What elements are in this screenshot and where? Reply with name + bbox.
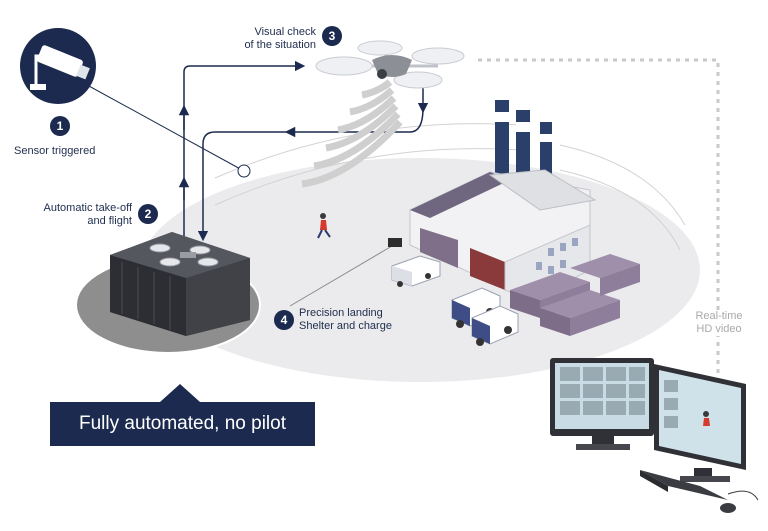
- step-3-badge: 3: [322, 26, 342, 46]
- truck-icon: [391, 255, 519, 346]
- camera-signal-waves: [301, 79, 403, 188]
- drone-icon: [315, 40, 465, 89]
- keyboard-icon: [640, 470, 728, 500]
- step-4-label-line1: Precision landing: [299, 307, 383, 319]
- sensor-line: [77, 79, 245, 172]
- sensor-point: [237, 164, 251, 178]
- step-2-label-line1: Automatic take-off: [43, 202, 132, 214]
- banner-pointer: [160, 384, 200, 402]
- drone-shelter-icon: [75, 232, 261, 354]
- step-4-badge: 4: [274, 310, 294, 330]
- mouse-icon: [720, 490, 759, 513]
- landing-pointer-line: [289, 245, 393, 307]
- monitor-icon: [550, 358, 746, 482]
- step-1-badge: 1: [50, 116, 70, 136]
- automation-banner: Fully automated, no pilot: [50, 402, 315, 446]
- flight-path: [178, 60, 429, 242]
- video-label-line1: Real-time: [695, 310, 743, 322]
- step-3-label-line2: of the situation: [244, 39, 316, 51]
- step-4-label-line2: Shelter and charge: [299, 320, 392, 332]
- step-1-label: Sensor triggered: [14, 145, 96, 157]
- step-2-badge: 2: [138, 204, 158, 224]
- video-link-line: [478, 58, 720, 380]
- parked-vehicle: [388, 238, 402, 247]
- video-label: Real-time HD video: [688, 310, 750, 336]
- factory-icon: [409, 100, 597, 301]
- step-4-label: Precision landing Shelter and charge: [299, 307, 419, 333]
- step-3-label-line1: Visual check: [254, 26, 316, 38]
- step-2-label-line2: and flight: [87, 215, 132, 227]
- step-3-label: Visual check of the situation: [220, 26, 316, 52]
- container-icon: [510, 254, 640, 336]
- step-2-label: Automatic take-off and flight: [28, 202, 132, 228]
- security-camera-icon: [20, 28, 96, 104]
- person-icon: [317, 213, 331, 239]
- video-label-line2: HD video: [696, 323, 742, 335]
